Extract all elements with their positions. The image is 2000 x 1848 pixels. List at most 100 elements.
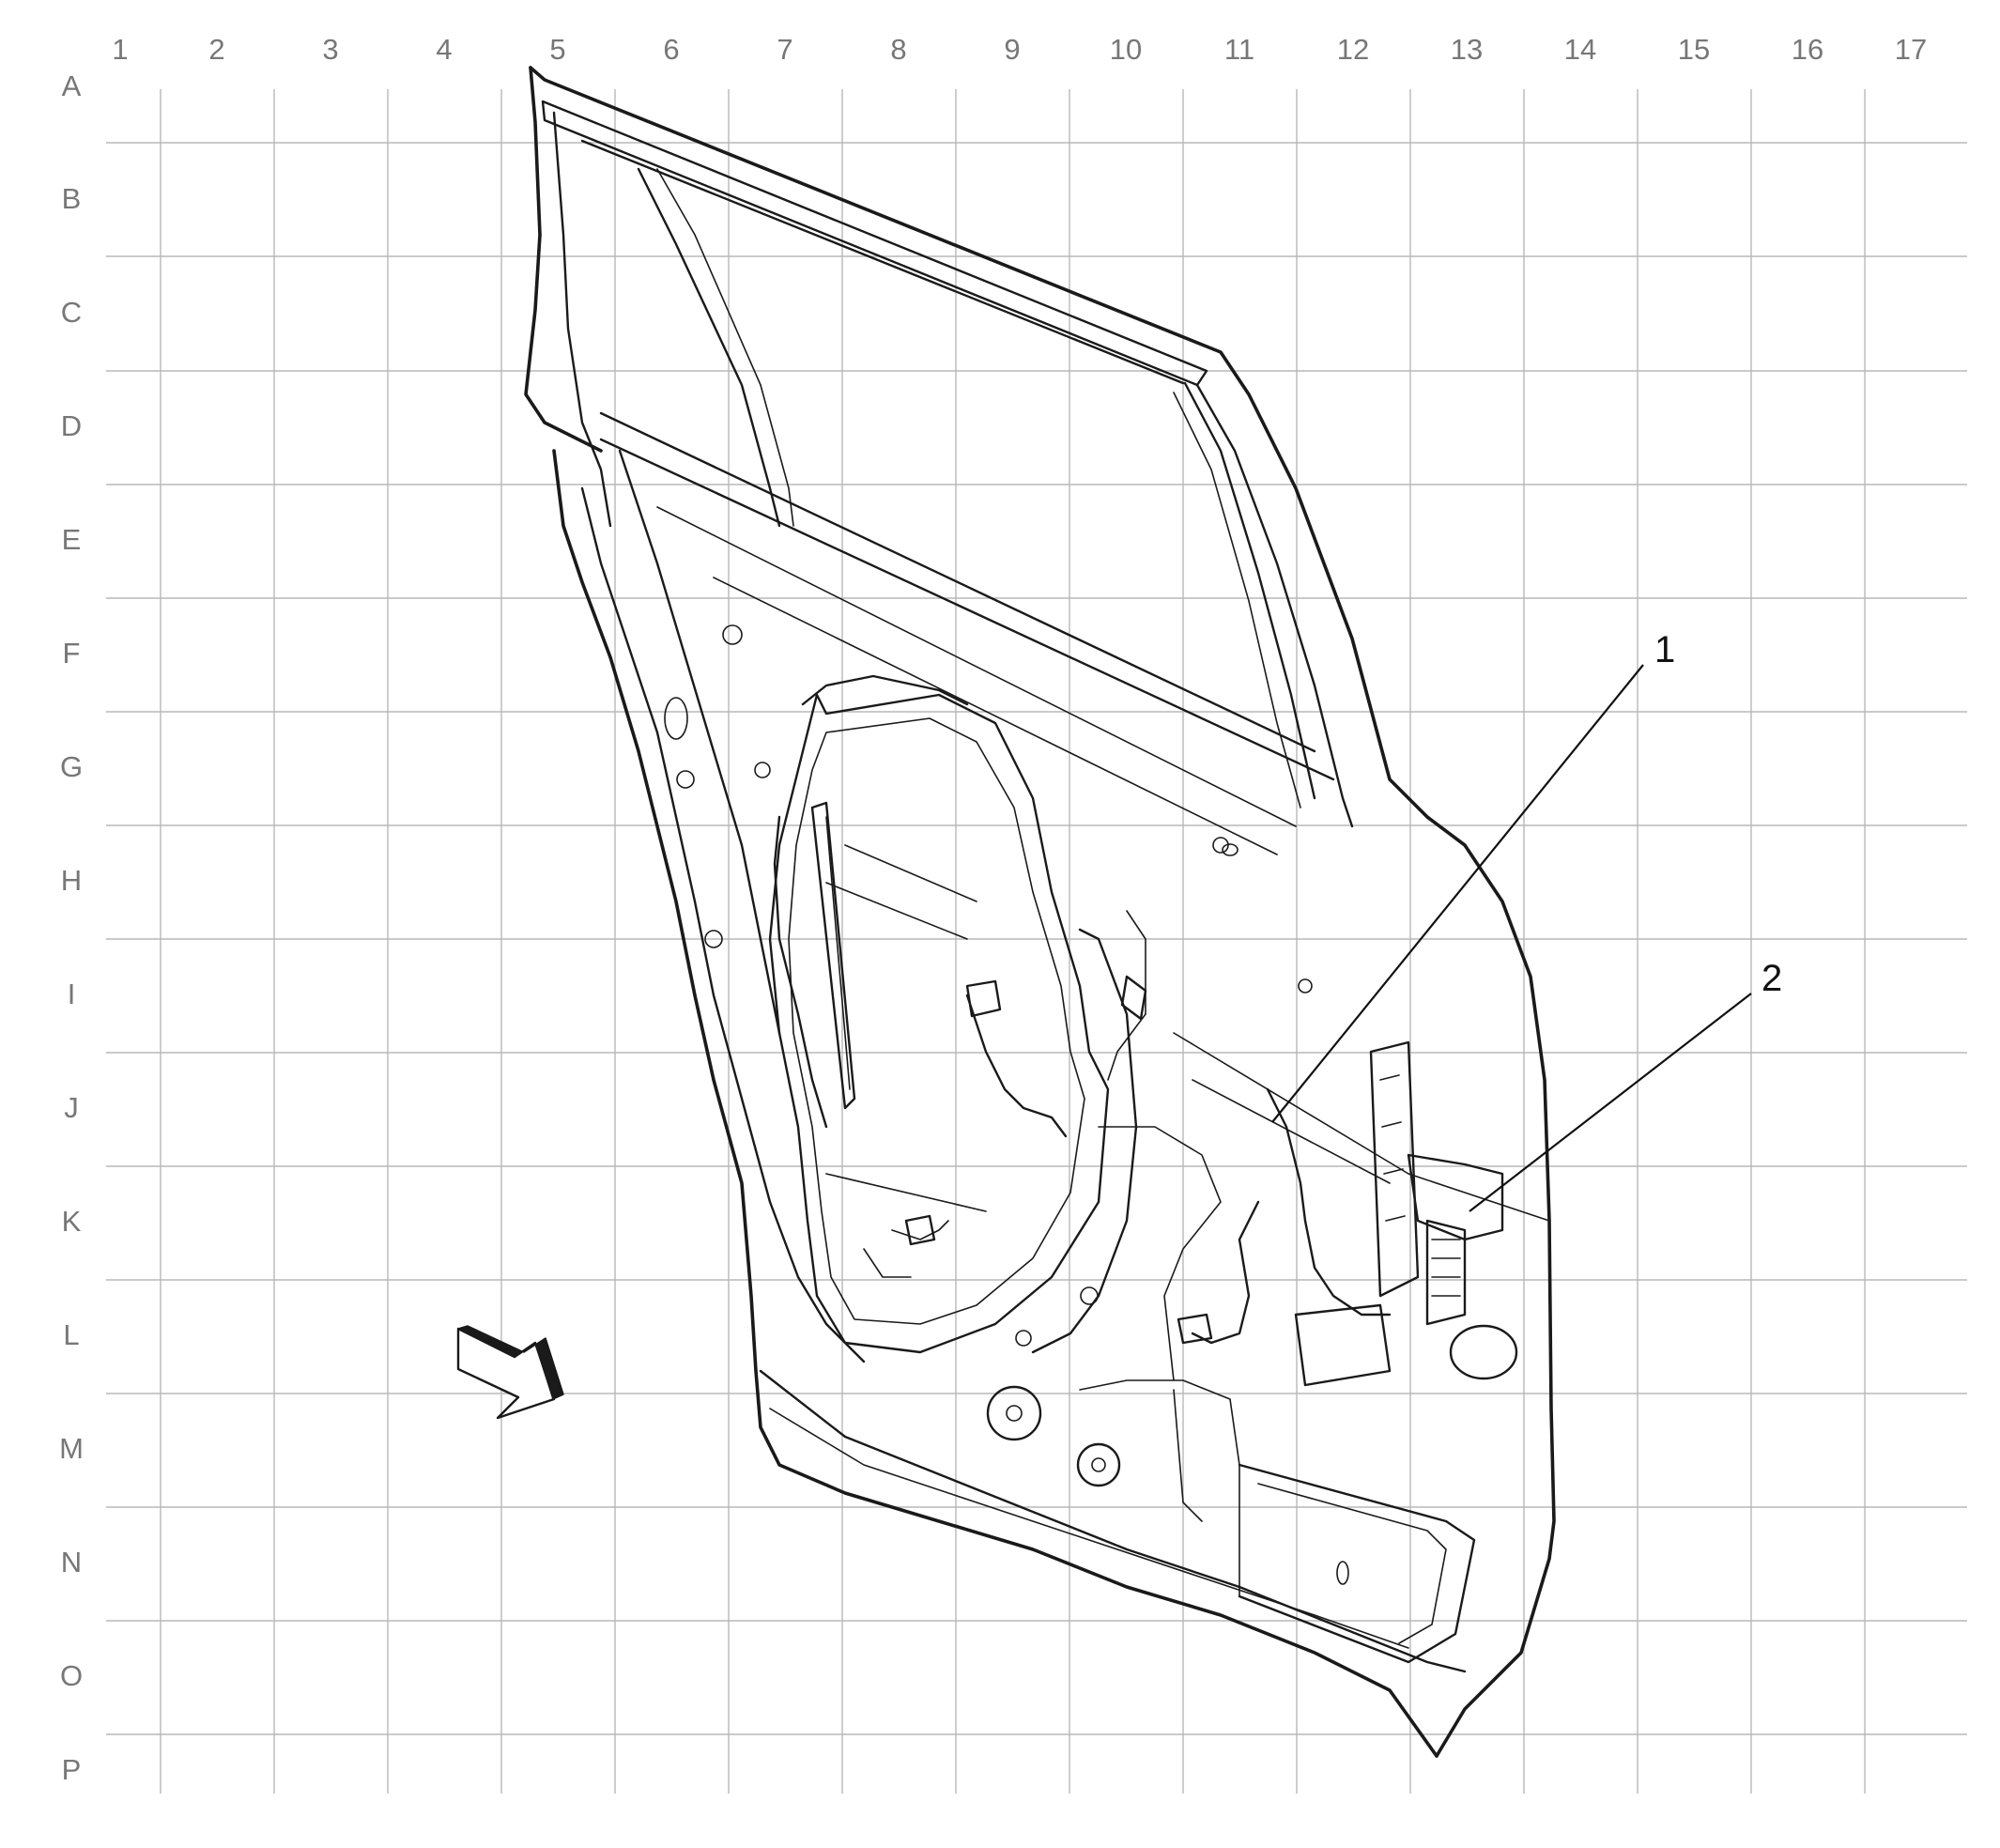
row-labels: A B C D E F G H I J K L M N O P [59,69,84,1786]
lock-module [1294,1303,1392,1387]
window-glass-top-edge [580,139,1185,385]
window-frame-outer [529,66,1556,1758]
column-label: 15 [1678,33,1710,66]
rear-channel-bracket [1369,1040,1420,1298]
callout-1: 1 [1654,629,1675,670]
structure-line [1192,1079,1391,1184]
row-label: F [63,637,81,670]
regulator-rail-line [825,816,851,1090]
access-cutout-inner [788,717,1085,1325]
column-label: 7 [777,33,792,66]
row-label: J [64,1091,79,1124]
harness-connector [904,1214,936,1246]
row-label: L [63,1318,79,1351]
latch-grommet [1449,1324,1518,1380]
access-hole [1212,837,1229,854]
column-label: 9 [1004,33,1020,66]
belt-line-reinforcement-2 [713,577,1278,855]
access-hole [704,930,723,948]
door-inner-outline-2 [580,486,866,1363]
lower-reinforcement-3 [1098,1126,1222,1381]
regulator-rail [810,801,856,1110]
belt-line-top [599,411,1316,753]
row-label: G [60,750,83,783]
column-label: 13 [1451,33,1483,66]
row-label: M [59,1432,84,1465]
lower-pocket [1238,1463,1476,1664]
column-label: 1 [112,33,128,66]
mount-boss-center [1091,1457,1106,1472]
harness-connector [1120,975,1147,1021]
access-hole [722,624,743,645]
window-run-channel [637,167,781,528]
slot-hole [664,697,688,740]
speaker-boss-center [1006,1405,1023,1422]
column-label: 8 [890,33,906,66]
lower-reinforcement [1079,1379,1240,1597]
reference-grid [106,89,1967,1794]
door-inner-outline [552,449,1438,1758]
lower-sill-edge [759,1369,1467,1673]
harness-connector [965,979,1002,1018]
lower-reinforcement-2 [1173,1389,1203,1522]
row-label: A [62,69,82,102]
row-label: C [61,296,82,329]
access-cutout [768,693,1110,1354]
access-hole [754,762,771,778]
column-label: 14 [1564,33,1596,66]
row-label: N [61,1546,82,1578]
wiring-harness-branch [863,910,1146,1278]
column-label: 11 [1224,33,1254,66]
column-label: 10 [1110,33,1142,66]
row-label: E [62,523,82,556]
column-labels: 1 2 3 4 5 6 7 8 9 10 11 12 13 14 15 16 1… [112,33,1927,66]
harness-connector [1177,1313,1213,1345]
latch-connector-block [1425,1219,1467,1326]
access-hole [1015,1330,1032,1347]
speaker-boss [986,1385,1042,1441]
row-label: D [61,409,82,442]
column-label: 3 [322,33,338,66]
column-label: 2 [208,33,224,66]
column-label: 4 [436,33,452,66]
row-label: K [62,1205,82,1238]
row-label: I [68,978,76,1010]
lower-sill-edge-2 [769,1408,1409,1649]
callout-leaders [1271,664,1752,1212]
column-label: 16 [1792,33,1823,66]
access-hole [676,770,695,789]
window-frame-front-upright [524,66,603,453]
window-run-channel-inner [656,168,794,527]
slot-hole [1336,1561,1349,1585]
belt-line-reinforcement [656,506,1297,827]
window-frame-front-upright-inner [552,111,612,528]
access-hole [1298,978,1313,993]
column-label: 17 [1895,33,1927,66]
belt-line-bottom [599,438,1335,781]
column-label: 6 [663,33,679,66]
row-label: O [60,1659,83,1692]
door-panel-drawing [524,66,1556,1758]
direction-arrow-icon [456,1325,564,1420]
row-label: P [62,1753,82,1786]
mount-boss [1076,1442,1121,1487]
structure-line [825,1173,987,1212]
access-hole [1080,1286,1099,1305]
rear-channel-clips [1379,1074,1406,1222]
structure-line [844,844,977,902]
callout-2: 2 [1762,958,1782,999]
window-frame-rear-upright [1195,383,1354,828]
latch-bracket [1407,1153,1504,1241]
door-inner-outline-3 [618,449,781,1035]
row-label: H [61,864,82,897]
slot-hole [1222,843,1238,856]
row-label: B [62,182,82,215]
window-frame-rear-upright-inner-2 [1173,392,1301,808]
column-label: 12 [1337,33,1369,66]
regulator-rear-rail [1031,928,1138,1354]
window-frame-inner-top [541,100,1208,387]
structure-line [825,882,968,940]
window-frame-rear-upright-inner [1183,381,1316,800]
lower-pocket-inner [1257,1483,1447,1644]
